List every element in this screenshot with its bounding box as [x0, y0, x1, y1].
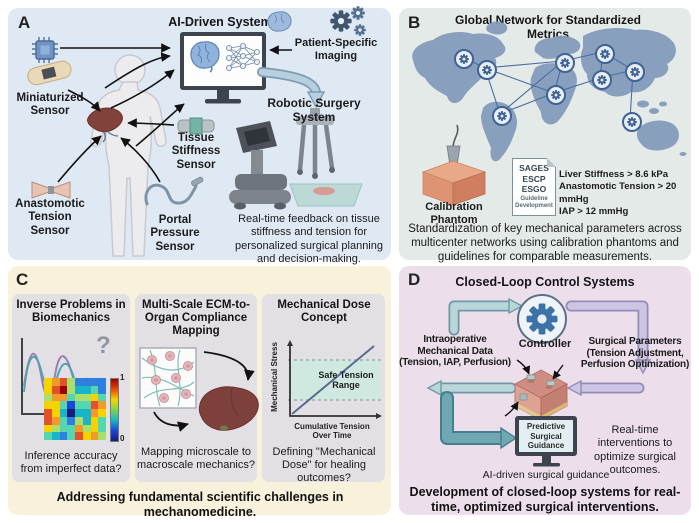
tissue-block-icon	[514, 369, 568, 421]
input-arrow	[448, 297, 524, 336]
tissue-stiffness-sensor-icon	[177, 117, 215, 135]
network-node-icon	[555, 53, 575, 73]
panel-d-side-text: Real-time interventions to optimize surg…	[594, 424, 676, 477]
label-intraoperative-data: Intraoperative Mechanical Data (Tension,…	[399, 334, 511, 369]
guideline-org: ESGO	[521, 184, 547, 195]
curved-arrow	[257, 67, 326, 109]
calibration-phantom-icon	[421, 124, 487, 206]
patch-sensor-icon	[27, 60, 72, 86]
network-node-icon	[454, 49, 474, 69]
flow-arrows	[57, 43, 292, 183]
output-arrow	[565, 300, 652, 375]
network-node-icon	[492, 106, 512, 126]
panel-b: B Global Network for Standardized Metric…	[399, 8, 691, 263]
guidance-arrow	[440, 391, 518, 450]
panel-b-letter: B	[408, 13, 421, 32]
panel-a-caption: Real-time feedback on tissue stiffness a…	[235, 213, 383, 266]
colorbar	[110, 378, 119, 442]
threshold-list: Liver Stiffness > 8.6 kPa Anastomotic Te…	[559, 169, 691, 218]
panel-d-letter: D	[408, 270, 421, 289]
dogear-decoration	[547, 158, 556, 167]
colorbar-max: 1	[120, 373, 125, 382]
dose-chart-ylabel: Mechanical Stress	[270, 342, 279, 412]
guidance-monitor	[515, 416, 577, 467]
guideline-note-label: Guideline Development	[515, 195, 553, 210]
label-miniaturized-sensor: Miniaturized Sensor	[16, 92, 84, 118]
guideline-org: SAGES	[519, 163, 549, 173]
network-node-icon	[477, 60, 497, 80]
network-node-icon	[546, 85, 566, 105]
network-node-icon	[622, 112, 642, 132]
portal-catheter-icon	[144, 176, 204, 206]
label-portal-sensor: Portal Pressure Sensor	[150, 214, 200, 253]
ecm-micrograph	[139, 347, 197, 409]
panel-a-letter: A	[18, 13, 31, 32]
label-tissue-stiffness-sensor: Tissue Stiffness Sensor	[171, 132, 221, 171]
panel-c-caption: Addressing fundamental scientific challe…	[56, 490, 344, 520]
mapping-arrows	[153, 351, 255, 432]
label-calibration-phantom: Calibration Phantom	[425, 201, 483, 226]
heatmap	[44, 378, 106, 440]
robot-console-icon	[229, 121, 291, 210]
panel-d: D Closed-Loop Control Systems	[399, 266, 691, 515]
panel-d-title: Closed-Loop Control Systems	[455, 275, 635, 289]
gear-icon	[330, 10, 352, 36]
robot-arms-icon	[289, 108, 363, 207]
monitor-screen-label: Predictive Surgical Guidance	[526, 422, 566, 451]
panel-c: C Inverse Problems in Biomechanics Multi…	[8, 266, 391, 519]
label-controller: Controller	[518, 338, 572, 350]
dose-chart	[287, 340, 382, 419]
controller-gear-icon	[517, 294, 567, 344]
panel-c-letter: C	[16, 270, 29, 289]
label-robotic-system: Robotic Surgery System	[267, 96, 361, 125]
label-patient-imaging: Patient-Specific Imaging	[294, 37, 378, 62]
panel-a: A AI-Driven System	[8, 6, 391, 265]
network-node-icon	[595, 44, 615, 64]
guideline-org: ESCP	[522, 173, 546, 184]
label-surgical-parameters: Surgical Parameters (Tension Adjustment,…	[580, 336, 690, 371]
ai-monitor	[180, 32, 266, 104]
panel-d-graphics	[426, 297, 652, 467]
panel-b-caption: Standardization of key mechanical parame…	[408, 223, 682, 264]
threshold-item: IAP > 12 mmHg	[559, 206, 629, 218]
label-ai-guidance: AI-driven surgical guidance	[482, 469, 610, 481]
neural-network-icon	[225, 43, 260, 72]
card2-caption: Mapping microscale to macroscale mechani…	[137, 446, 255, 471]
brain-icon-small	[267, 11, 292, 32]
safe-tension-band-label: Safe Tension Range	[318, 370, 374, 391]
guideline-note: SAGES ESCP ESGO Guideline Development	[512, 158, 556, 216]
apply-arrow	[566, 379, 645, 397]
liver-icon	[87, 107, 123, 143]
panel-c-graphics	[21, 338, 382, 432]
card3-caption: Defining "Mechanical Dose" for healing o…	[272, 446, 376, 484]
microchip-icon	[32, 37, 58, 63]
card2-title: Multi-Scale ECM-to-Organ Compliance Mapp…	[142, 299, 250, 338]
threshold-item: Anastomotic Tension > 20 mmHg	[559, 181, 677, 205]
card3-title: Mechanical Dose Concept	[277, 299, 371, 325]
sensor-arrows	[504, 359, 564, 417]
card1-title: Inverse Problems in Biomechanics	[16, 299, 126, 325]
network-node-icon	[625, 62, 645, 82]
label-anastomotic-sensor: Anastomotic Tension Sensor	[15, 198, 85, 237]
panel-a-title: AI-Driven System	[168, 15, 272, 29]
liver-organ-icon	[198, 386, 259, 431]
dose-chart-xlabel: Cumulative Tension Over Time	[294, 422, 370, 441]
question-mark: ?	[96, 332, 111, 359]
gear-icon	[351, 6, 365, 22]
card1-caption: Inference accuracy from imperfect data?	[20, 450, 122, 475]
colorbar-min: 0	[120, 434, 125, 443]
brain-icon	[190, 41, 220, 73]
panel-a-graphics	[27, 11, 363, 257]
threshold-item: Liver Stiffness > 8.6 kPa	[559, 169, 669, 180]
panel-d-caption: Development of closed-loop systems for r…	[409, 485, 681, 515]
network-node-icon	[592, 70, 612, 90]
feedback-arrow	[426, 379, 517, 397]
anastomotic-sensor-icon	[31, 181, 71, 199]
